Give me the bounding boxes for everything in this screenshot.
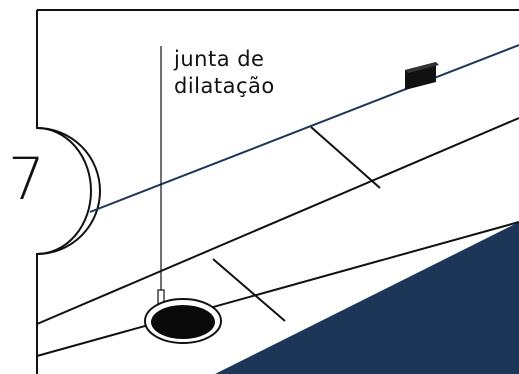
step-number: 7 xyxy=(8,145,45,213)
joint-upper xyxy=(310,126,381,189)
slab-edge-middle xyxy=(36,117,519,325)
joint-lower xyxy=(212,258,286,322)
callout-label: junta de dilatação xyxy=(174,46,334,100)
spacer-block-top xyxy=(405,62,439,73)
navy-panel xyxy=(215,222,519,374)
frame-border xyxy=(36,9,519,374)
slab-edge-lower xyxy=(36,221,519,357)
step-circle-outline xyxy=(36,127,92,255)
callout-label-line1: junta de xyxy=(174,47,265,71)
callout-label-line2: dilatação xyxy=(174,74,275,98)
drain-hole xyxy=(151,305,215,339)
